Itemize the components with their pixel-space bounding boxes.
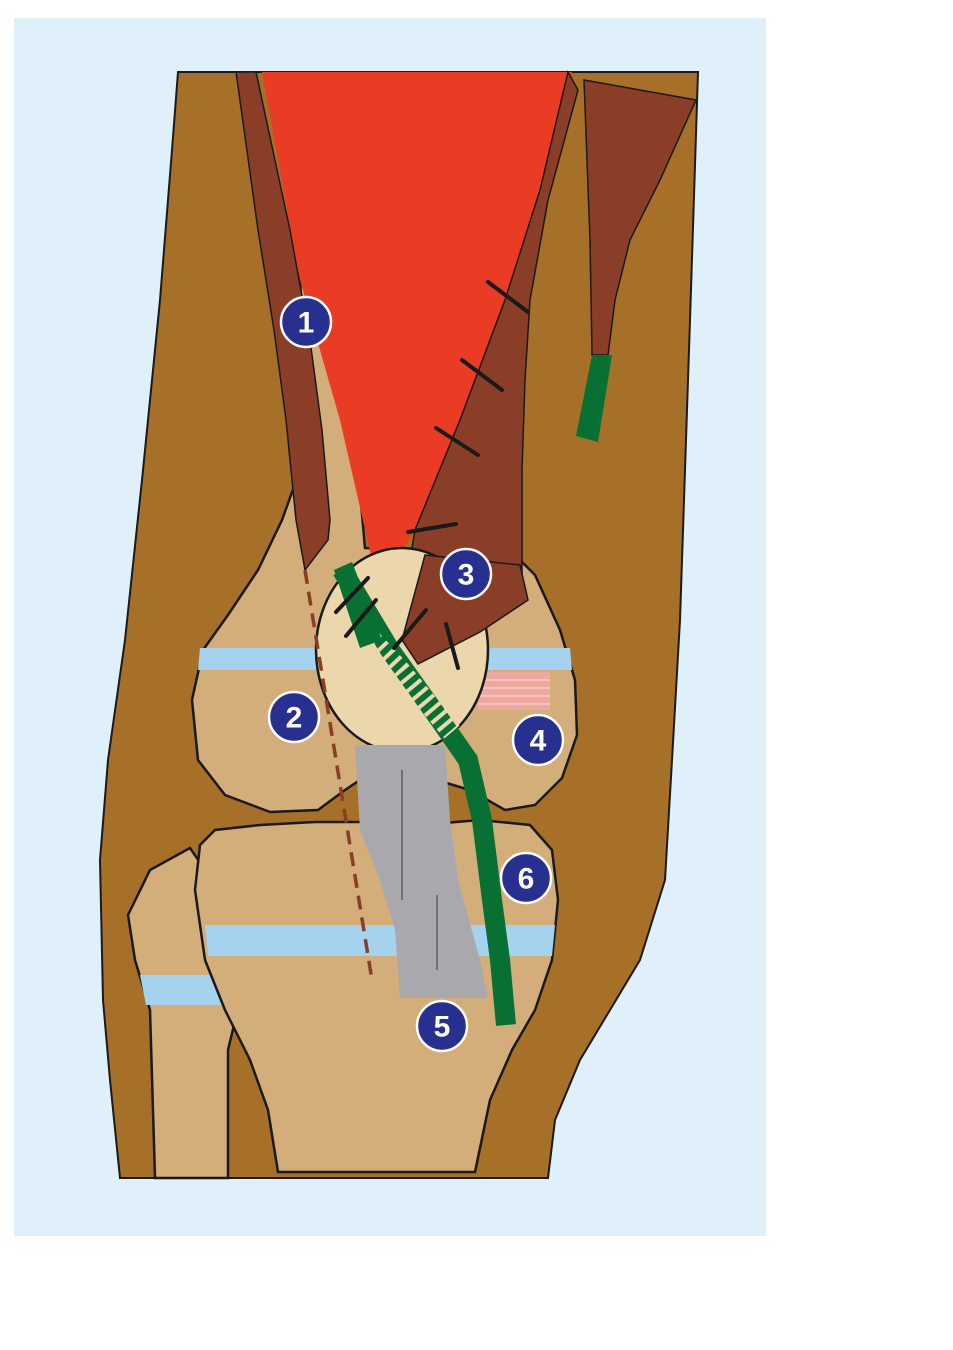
marker-5: 5 [415, 999, 469, 1053]
patellar-tendon-graft [355, 745, 488, 998]
marker-3-label: 3 [458, 559, 475, 592]
marker-1: 1 [279, 295, 333, 349]
marker-2: 2 [267, 690, 321, 744]
quadriceps-muscle [262, 72, 572, 560]
far-lateral-muscle [583, 79, 698, 356]
marker-2-label: 2 [286, 702, 303, 735]
marker-4: 4 [511, 713, 565, 767]
marker-4-label: 4 [530, 725, 547, 758]
tendon-split-lines [401, 770, 438, 970]
fibula-growth-plate [140, 975, 228, 1005]
marker-1-label: 1 [298, 307, 315, 340]
green-graft-end [334, 562, 382, 648]
marker-3: 3 [439, 547, 493, 601]
marker-6-label: 6 [518, 863, 535, 896]
suture-marks-upper [406, 280, 530, 534]
graft-tunnel-dashes [364, 633, 460, 739]
marker-5-label: 5 [434, 1011, 451, 1044]
marker-6: 6 [499, 851, 553, 905]
green-tendon-upper [576, 355, 612, 442]
pink-patch-lines [478, 679, 550, 705]
dashed-reference-line [303, 569, 374, 981]
suture-marks-patella [334, 576, 460, 670]
